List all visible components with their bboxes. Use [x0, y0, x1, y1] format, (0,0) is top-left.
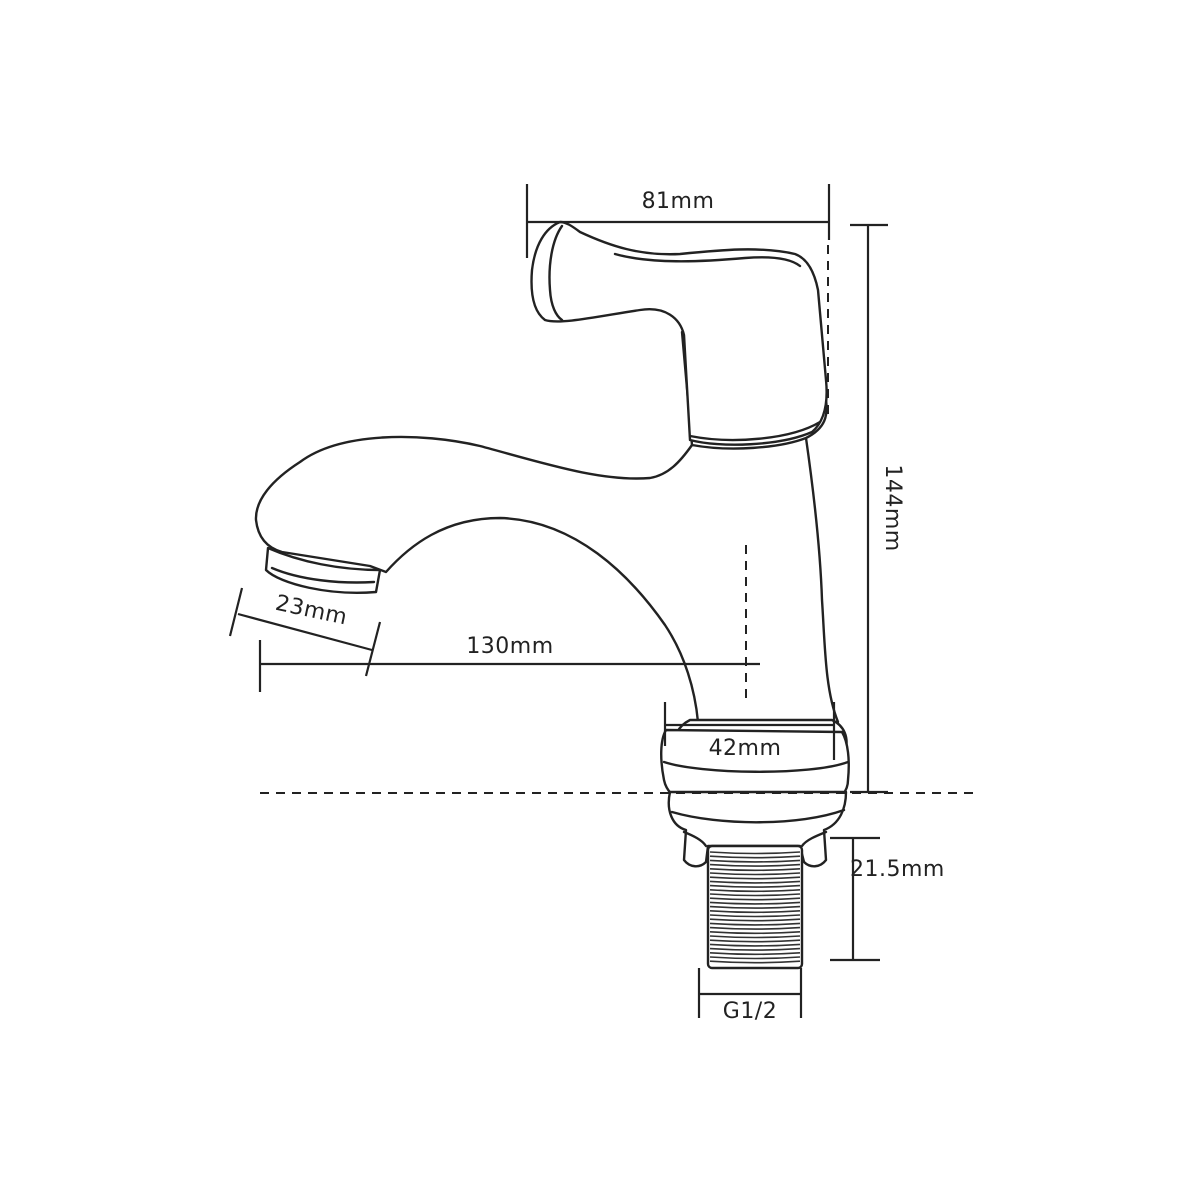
label-total-height: 144mm [880, 464, 905, 551]
shank-threads [709, 851, 801, 964]
thread-line [709, 880, 801, 884]
lower-body-rim [670, 808, 846, 824]
thread-line [709, 960, 801, 964]
thread-line [709, 863, 801, 867]
lever-handle [530, 220, 828, 446]
dim-total-height: 144mm [850, 223, 905, 794]
thread-line [709, 905, 801, 909]
label-reach: 130mm [466, 634, 553, 659]
thread-line [709, 926, 801, 930]
dim-thread-size: G1/2 [697, 968, 803, 1024]
thread-line [709, 876, 801, 880]
spout-body [254, 435, 840, 724]
label-outlet: 23mm [273, 591, 349, 631]
thread-line [709, 859, 801, 863]
dim-reach: 130mm [258, 634, 760, 692]
aerator-ring [270, 566, 376, 584]
thread-line [709, 884, 801, 888]
handle-lower-edge [688, 420, 822, 442]
lower-body-lug-left [682, 830, 708, 848]
thread-line [709, 910, 801, 914]
thread-line [709, 855, 801, 859]
thread-line [709, 914, 801, 918]
thread-line [709, 872, 801, 876]
faucet-outline [254, 220, 850, 970]
handle-side-edge [548, 224, 564, 322]
base-flange-edge [662, 760, 850, 773]
dim-outlet: 23mm [228, 587, 382, 677]
thread-line [709, 952, 801, 956]
thread-line [709, 868, 801, 872]
thread-line [709, 956, 801, 960]
dim-handle-width: 81mm [525, 184, 831, 258]
dim-thread-length: 21.5mm [830, 836, 945, 962]
thread-line [709, 897, 801, 901]
thread-line [709, 889, 801, 893]
thread-line [709, 943, 801, 947]
thread-line [709, 922, 801, 926]
dim-base: 42mm [663, 702, 836, 761]
thread-line [709, 935, 801, 939]
label-handle-width: 81mm [642, 189, 715, 214]
label-base: 42mm [709, 736, 782, 761]
thread-line [709, 901, 801, 905]
label-thread-size: G1/2 [723, 999, 777, 1024]
handle-top-groove [613, 252, 802, 268]
thread-line [709, 939, 801, 943]
thread-line [709, 947, 801, 951]
label-thread-length: 21.5mm [850, 857, 945, 882]
thread-line [709, 918, 801, 922]
thread-line [709, 851, 801, 855]
thread-line [709, 893, 801, 897]
thread-line [709, 931, 801, 935]
lower-body-lug-right [800, 830, 828, 848]
